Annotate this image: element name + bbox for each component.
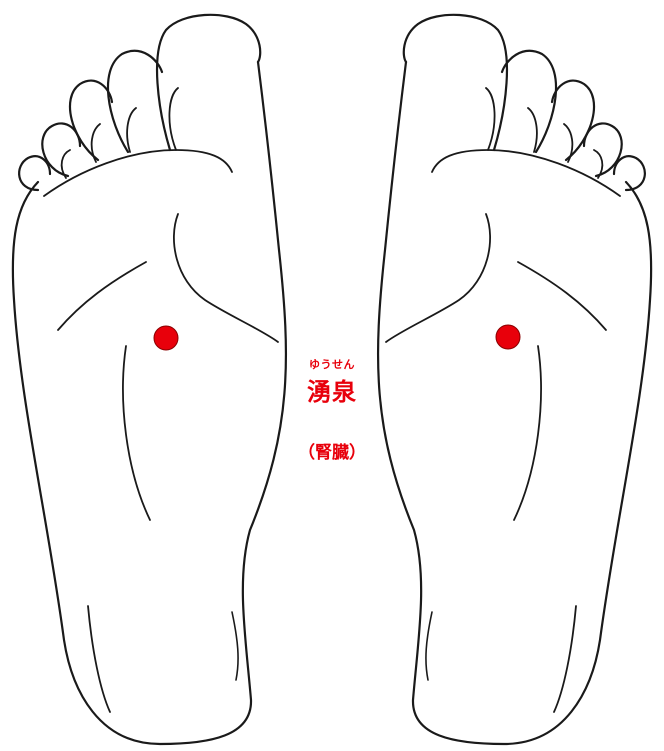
point-reading: ゆうせん — [0, 356, 664, 372]
right-point-marker — [496, 325, 520, 349]
point-name: 湧泉 — [0, 372, 664, 407]
left-point-marker — [154, 326, 178, 350]
point-organ: （腎臓） — [0, 438, 664, 463]
